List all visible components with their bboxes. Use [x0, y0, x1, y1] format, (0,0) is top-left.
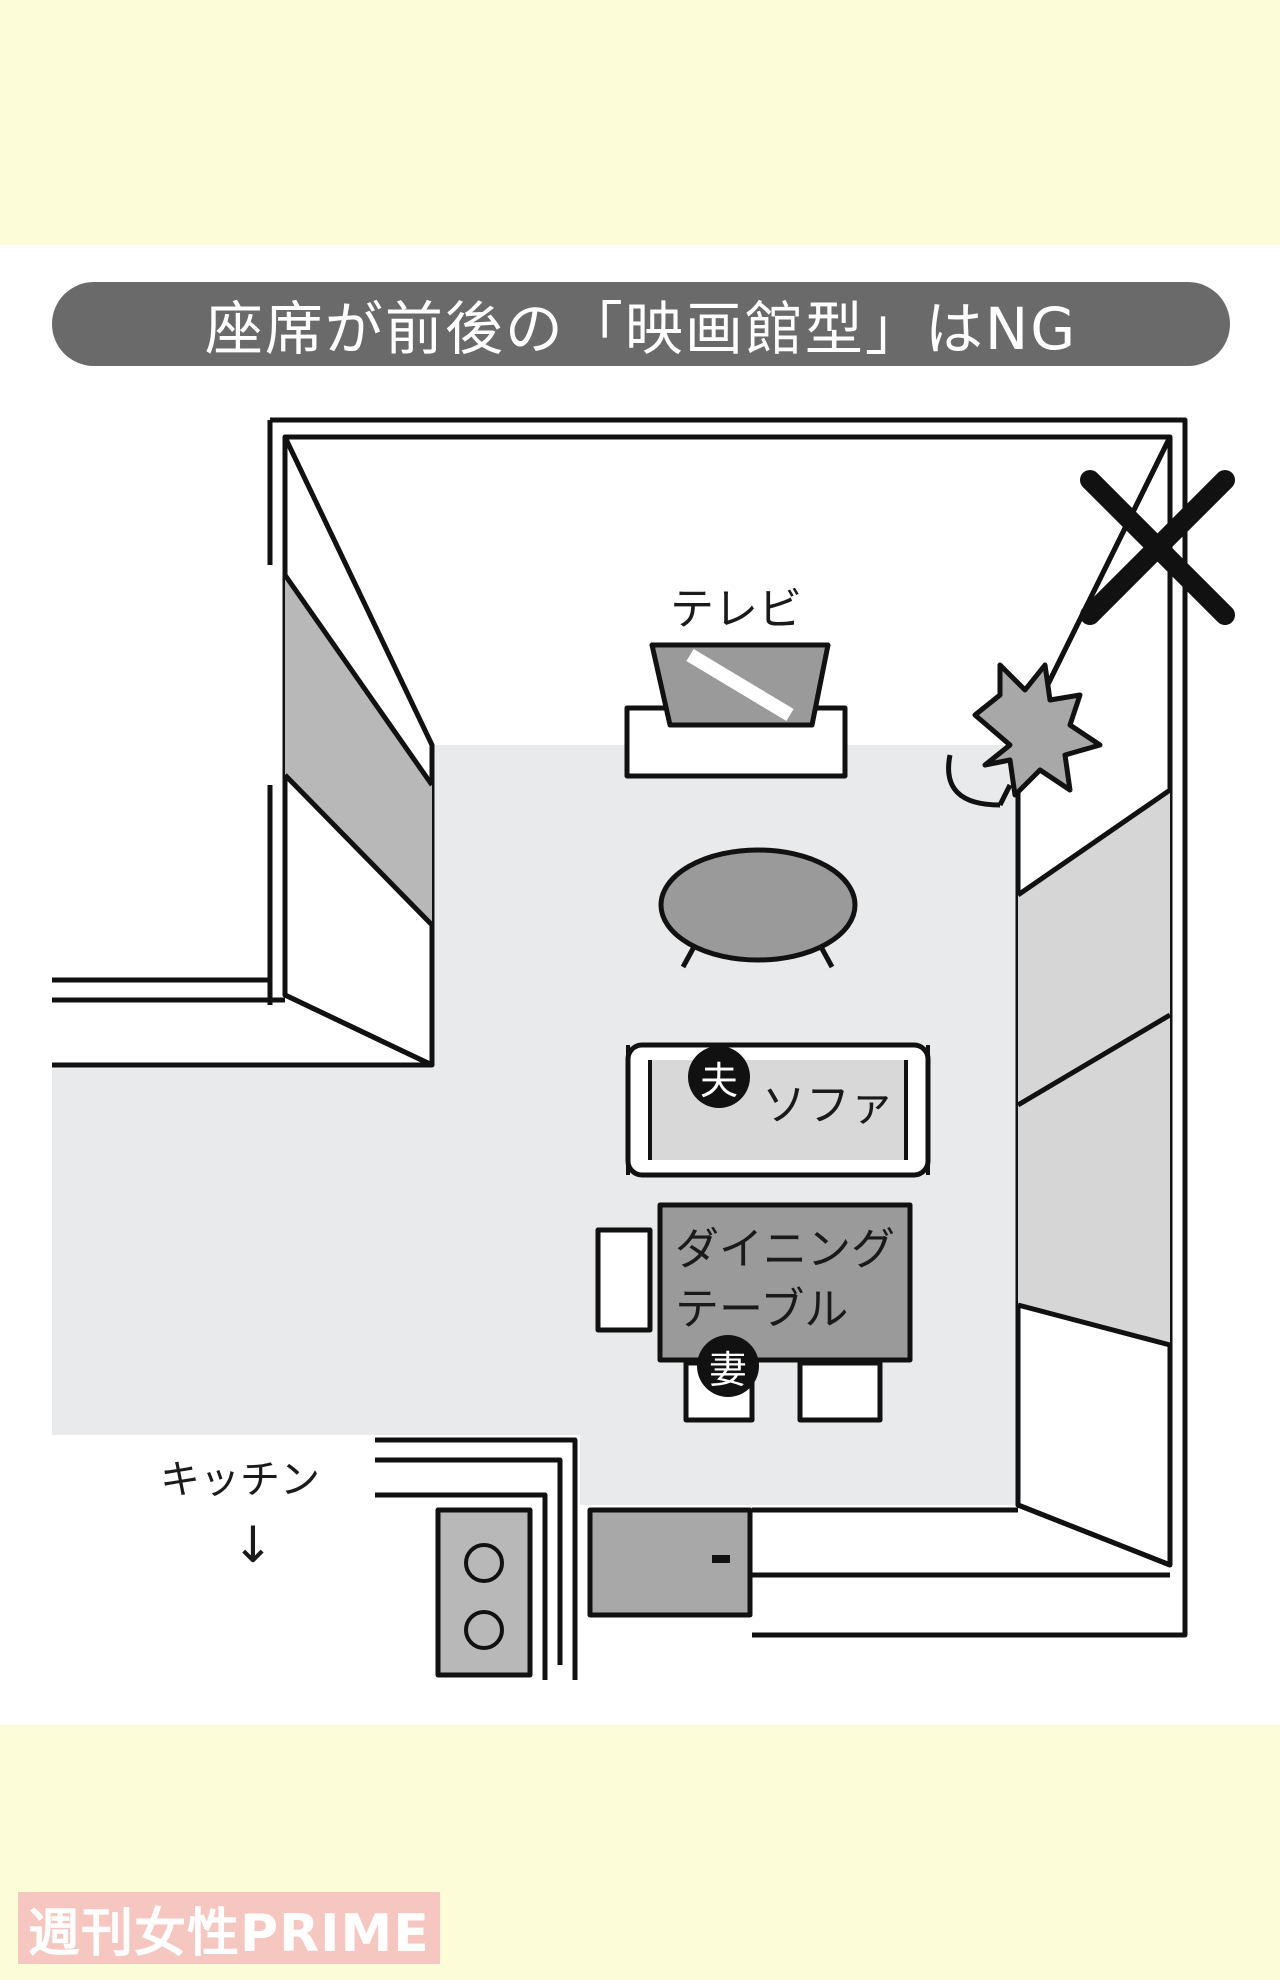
dining-table-label-1: ダイニング [675, 1224, 895, 1275]
title-banner: 座席が前後の「映画館型」はNG [52, 282, 1230, 366]
husband-marker: 夫 [688, 1046, 750, 1108]
logo-text: 週刊女性PRIME [28, 1903, 430, 1964]
kitchen-label: キッチン [160, 1457, 320, 1503]
title-text: 座席が前後の「映画館型」はNG [204, 295, 1078, 363]
door [587, 1507, 753, 1618]
ng-cross [1080, 470, 1235, 625]
burner-1 [464, 1543, 504, 1583]
chair-bottom-right [797, 1360, 883, 1423]
window-glass [1018, 790, 1170, 1345]
sofa-label: ソファ [762, 1080, 894, 1131]
tv-label: テレビ [670, 584, 802, 635]
dining-table-label-2: テーブル [675, 1284, 849, 1335]
wife-marker: 妻 [697, 1335, 759, 1397]
left-wall-shade [285, 575, 432, 925]
stove [435, 1507, 533, 1678]
down-arrow-icon: ↓ [232, 1516, 274, 1574]
corridor-wall [52, 977, 432, 1068]
room-floor-plan [52, 417, 1235, 1680]
coffee-table [658, 847, 858, 963]
kitchen-counter [375, 1437, 578, 1680]
dining-table [657, 1202, 913, 1363]
chair-left [595, 1227, 653, 1333]
logo: 週刊女性PRIME [18, 1892, 440, 1964]
burner-2 [464, 1610, 504, 1650]
plant [972, 662, 1103, 798]
